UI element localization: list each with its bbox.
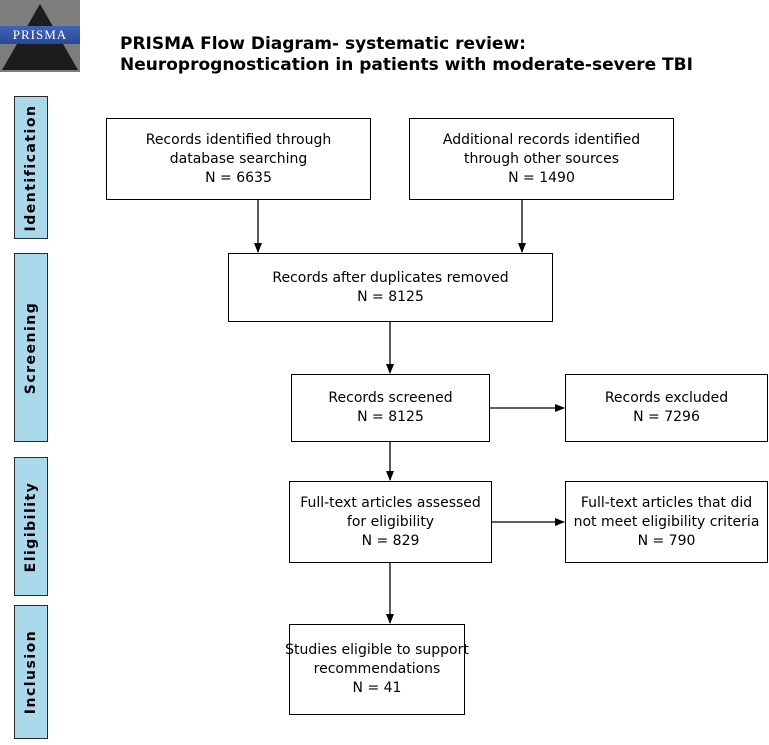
phase-identification: Identification <box>14 96 48 239</box>
box-included-line2: recommendations <box>313 661 441 677</box>
page-title: PRISMA Flow Diagram- systematic review: … <box>120 34 760 76</box>
title-line-2: Neuroprognostication in patients with mo… <box>120 55 693 75</box>
title-line-1: PRISMA Flow Diagram- systematic review: <box>120 34 526 54</box>
box-database-count: N = 6635 <box>205 169 272 186</box>
box-screened-line1: Records screened <box>328 390 453 406</box>
box-excluded-count: N = 7296 <box>633 409 700 425</box>
phase-inclusion: Inclusion <box>14 605 48 739</box>
box-database-line1: Records identified through <box>145 131 332 148</box>
box-database-records: Records identified through database sear… <box>106 118 371 200</box>
box-records-excluded: Records excluded N = 7296 <box>565 374 768 442</box>
box-records-screened: Records screened N = 8125 <box>291 374 490 442</box>
box-database-line2: database searching <box>169 150 308 167</box>
box-included-count: N = 41 <box>352 680 402 696</box>
box-dedup-count: N = 8125 <box>357 288 424 305</box>
box-fulltext-excluded-line1: Full-text articles that did <box>580 494 753 511</box>
box-other-records: Additional records identified through ot… <box>409 118 674 200</box>
logo-band <box>0 26 80 44</box>
box-other-line2: through other sources <box>464 150 619 167</box>
box-included-line1: Studies eligible to support <box>285 642 469 658</box>
box-fulltext-line1: Full-text articles assessed <box>300 494 481 511</box>
box-fulltext-assessed: Full-text articles assessed for eligibil… <box>289 481 492 563</box>
box-screened-count: N = 8125 <box>357 409 424 425</box>
box-dedup-records: Records after duplicates removed N = 812… <box>228 253 553 322</box>
box-fulltext-excluded-line2: not meet eligibility criteria <box>573 513 760 530</box>
phase-eligibility: Eligibility <box>14 457 48 596</box>
phase-screening: Screening <box>14 253 48 442</box>
box-other-count: N = 1490 <box>508 169 575 186</box>
box-fulltext-excluded-count: N = 790 <box>637 532 696 549</box>
box-other-line1: Additional records identified <box>442 131 641 148</box>
box-excluded-line1: Records excluded <box>604 390 729 406</box>
box-studies-included: Studies eligible to support recommendati… <box>285 624 469 715</box>
box-fulltext-line2: for eligibility <box>346 513 435 530</box>
logo-text: PRISMA <box>12 27 68 42</box>
box-fulltext-count: N = 829 <box>361 532 420 549</box>
prisma-logo: PRISMA <box>0 0 80 72</box>
box-fulltext-excluded: Full-text articles that did not meet eli… <box>565 481 768 563</box>
box-dedup-line1: Records after duplicates removed <box>272 269 509 286</box>
